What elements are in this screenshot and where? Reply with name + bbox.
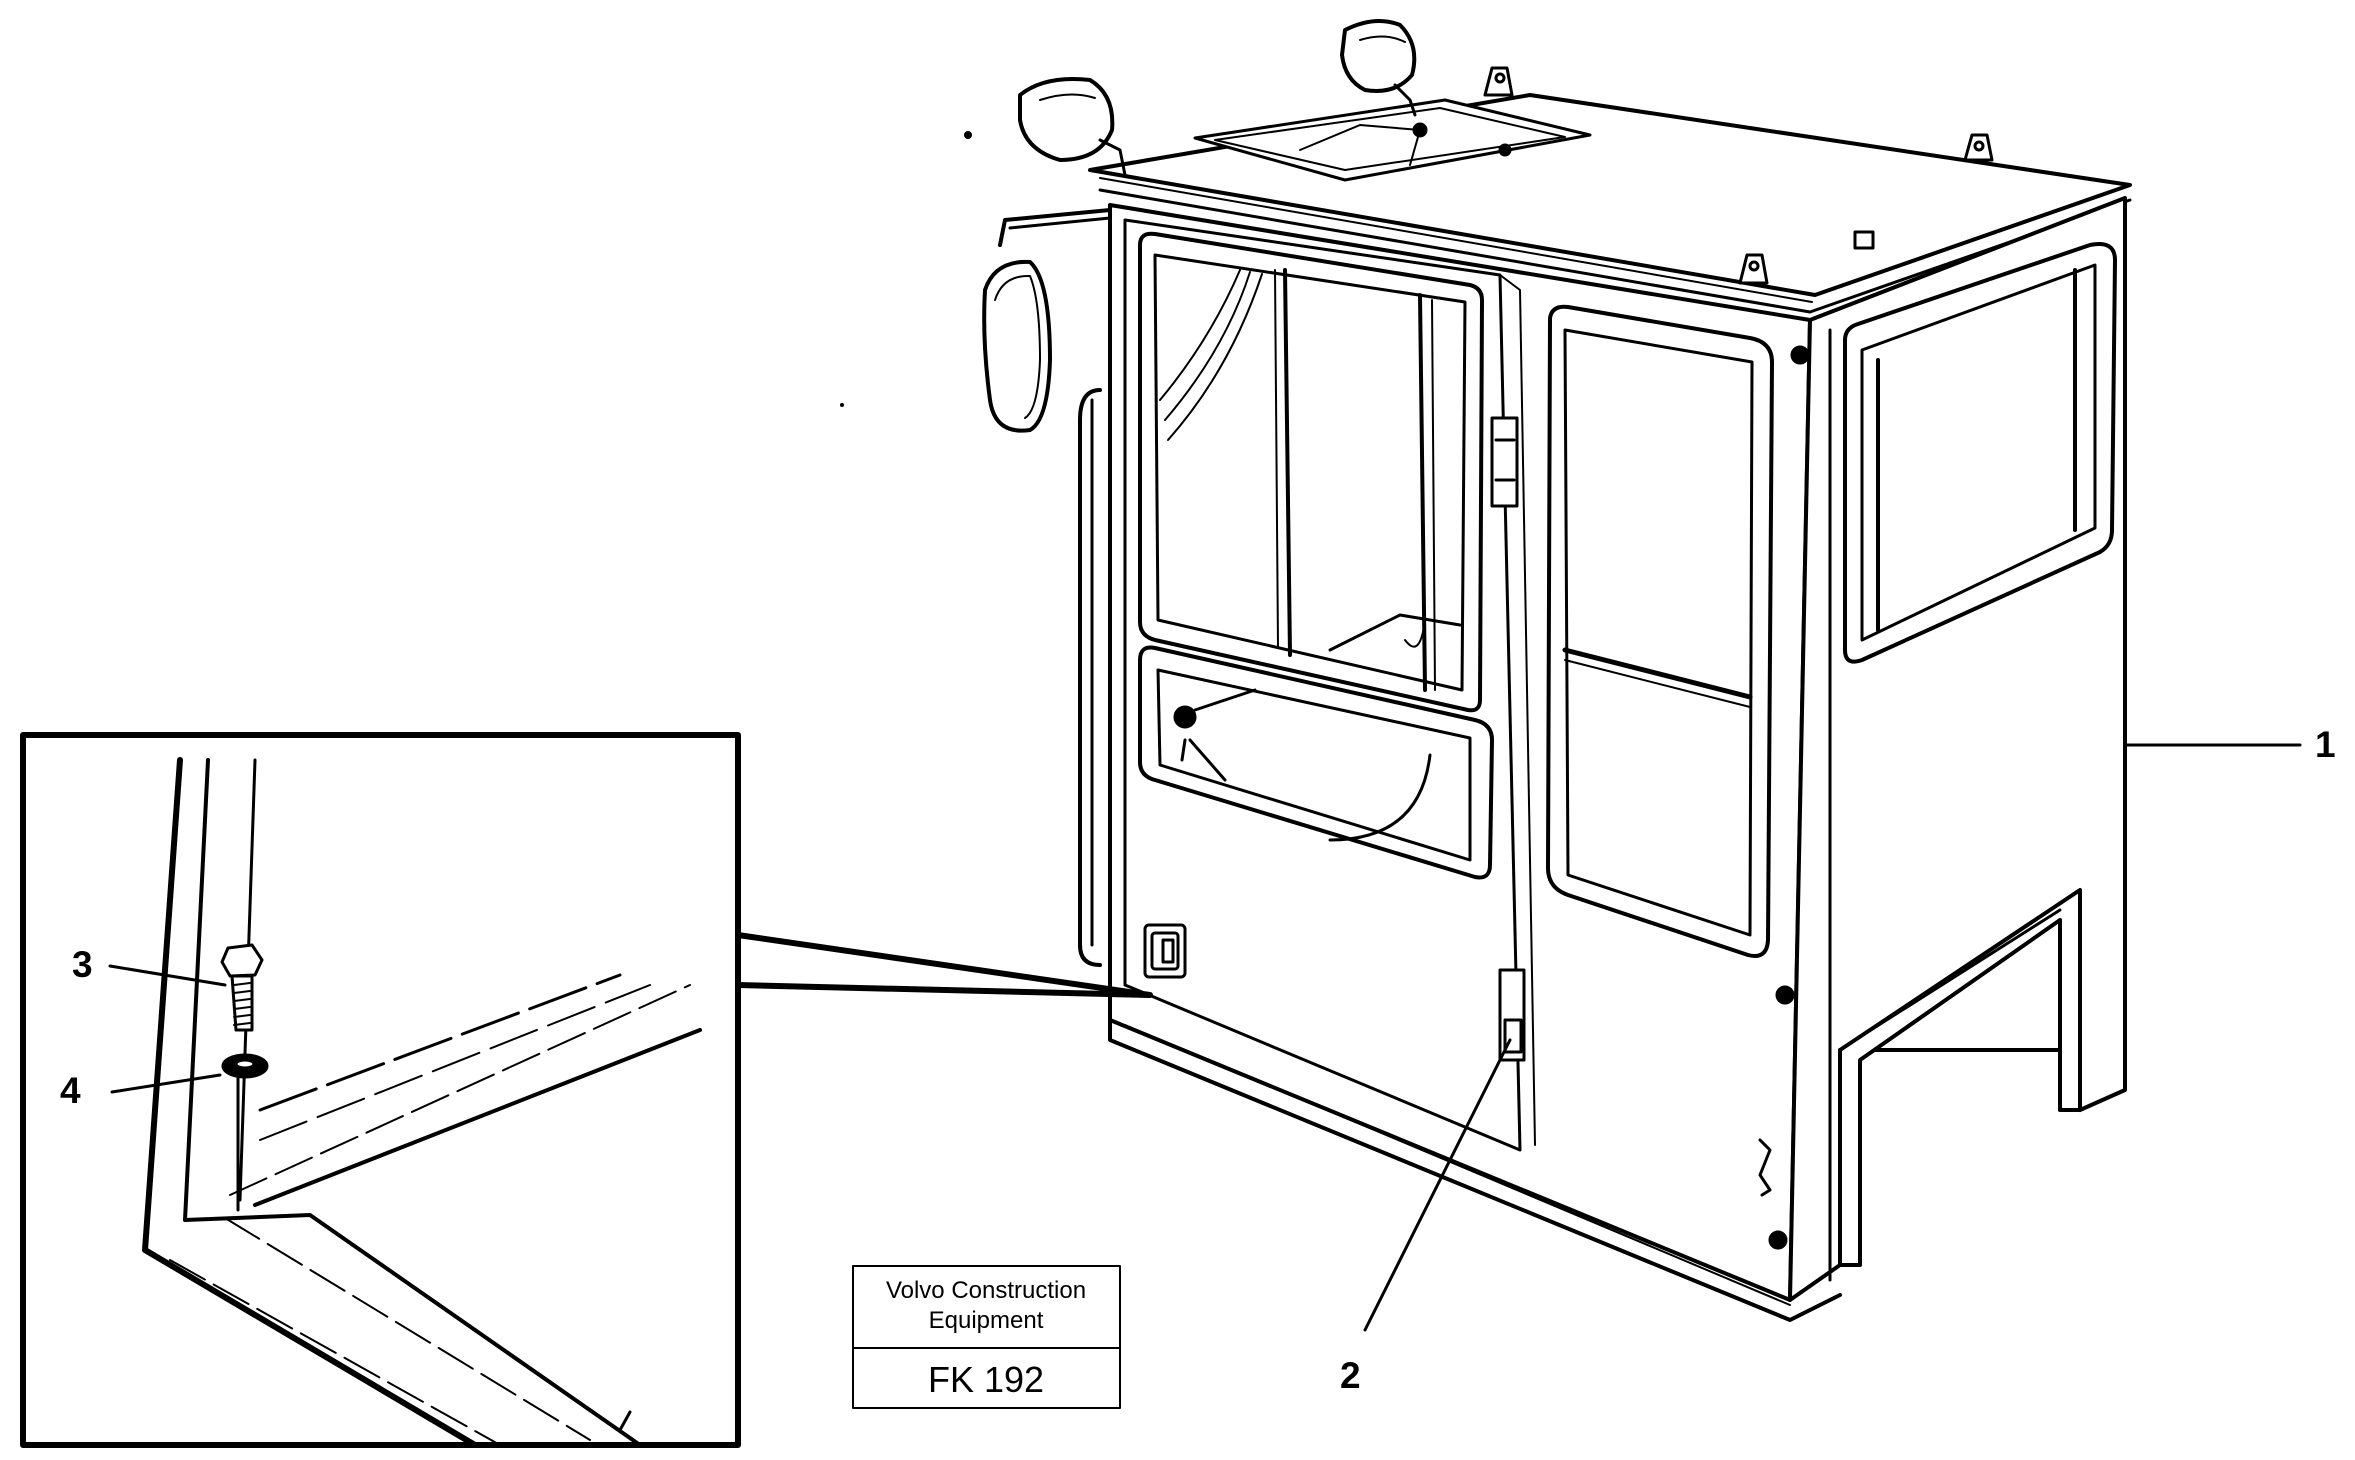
cab-assembly [982, 19, 2132, 1322]
callout-1-label: 1 [2315, 724, 2336, 765]
grab-handle-left [1078, 388, 1102, 967]
callout-2: 2 [1340, 1038, 1512, 1396]
callout-2-label: 2 [1340, 1355, 1361, 1396]
rear-view-mirror [982, 208, 1112, 433]
callout-3-label: 3 [72, 944, 93, 985]
roof-hatch [1193, 98, 1592, 182]
callout-1: 1 [2123, 724, 2336, 765]
inset-frame [20, 732, 741, 1448]
work-light-right [1340, 19, 1417, 117]
callout-4: 4 [60, 1070, 222, 1111]
door-latch [1143, 923, 1187, 979]
side-window-rear [1843, 242, 2117, 664]
door-hinge-upper [1490, 416, 1519, 508]
washer [221, 1053, 269, 1212]
detail-inset [20, 732, 1153, 1448]
title-block-company-line2: Equipment [929, 1307, 1044, 1334]
work-light-left [1018, 77, 1127, 177]
bolt [220, 943, 264, 1032]
callout-3: 3 [72, 944, 227, 987]
inset-frame-profile [142, 757, 478, 1448]
title-block-company-line1: Volvo Construction [886, 1277, 1086, 1304]
scan-specks [840, 131, 972, 407]
door-upper-window [1138, 231, 1484, 713]
door-lower-window [1138, 645, 1494, 880]
lifting-eyes [1483, 66, 1994, 285]
cab-door [1123, 218, 1522, 1152]
side-bolts [1758, 345, 1810, 1250]
title-block-code: FK 192 [928, 1359, 1044, 1400]
side-window-front [1546, 304, 1774, 958]
cab-side-cutout [1838, 888, 2082, 1267]
callout-4-label: 4 [60, 1070, 81, 1111]
inset-leader [735, 932, 1153, 998]
cab-base-rail [1108, 1008, 1842, 1322]
door-hinge-lower [1498, 968, 1526, 1062]
title-block: Volvo Construction Equipment FK 192 [852, 1265, 1121, 1409]
callouts: 1 2 3 4 [60, 724, 2336, 1396]
